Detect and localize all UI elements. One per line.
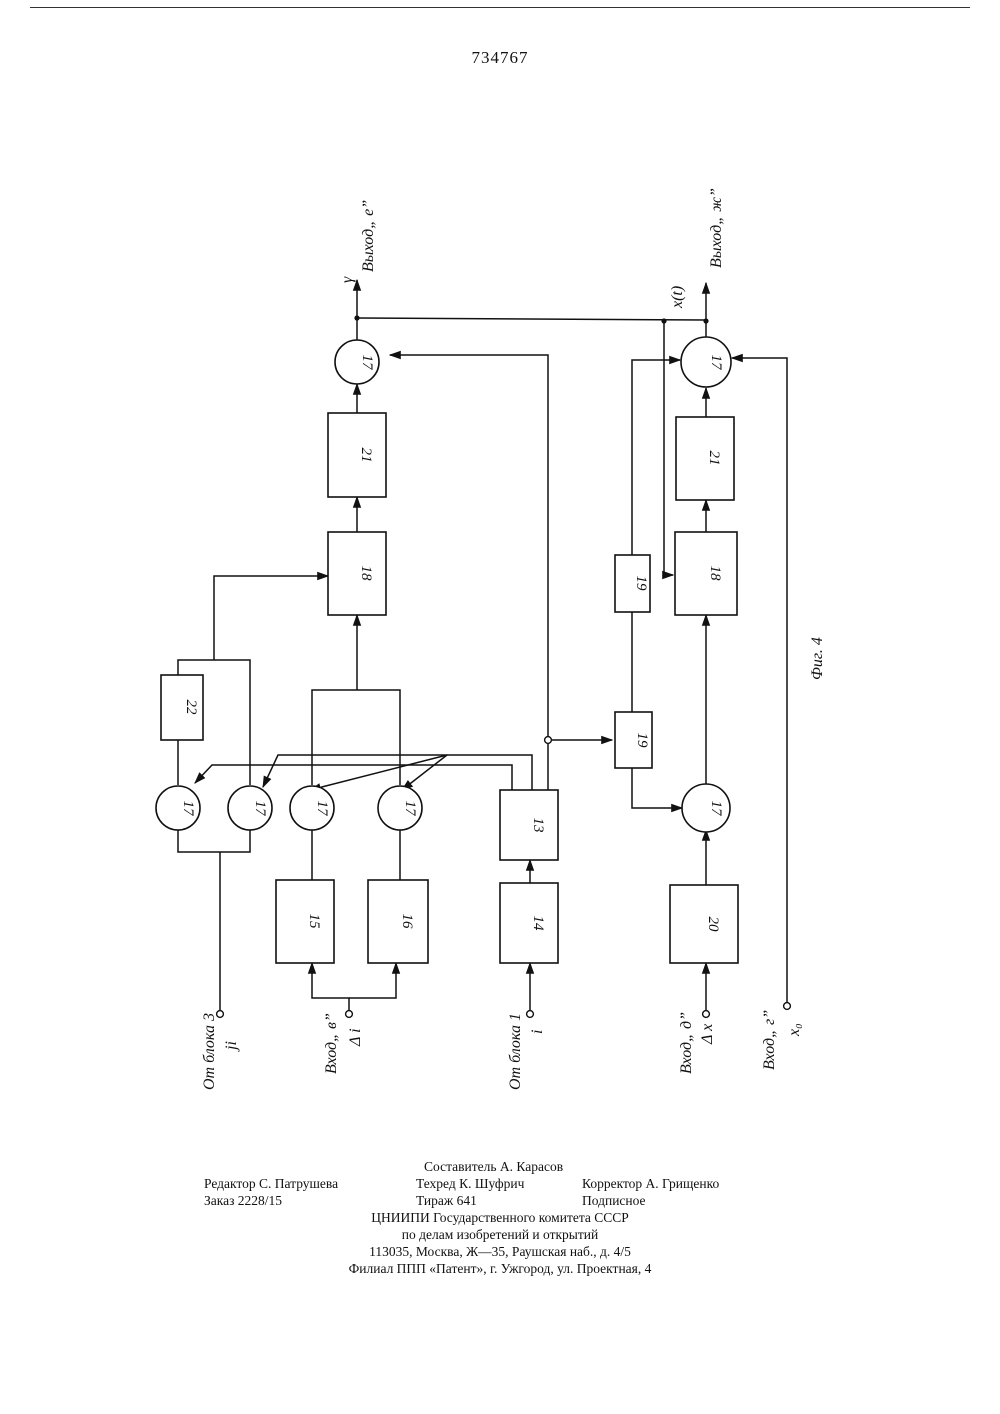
label-xt: x(t) [669, 286, 686, 309]
block-13: 13 [500, 790, 558, 860]
summer-17-output-e: 17 [335, 340, 379, 384]
summer-17-lower-right: 17 [682, 784, 730, 832]
editor: Редактор С. Патрушева [204, 1175, 338, 1193]
summer-17-a: 17 [156, 786, 200, 830]
label-from-block-1: От блока 1 [507, 1013, 524, 1090]
svg-text:13: 13 [530, 818, 546, 833]
summer-17-c: 17 [290, 786, 334, 830]
figure-label: Фиг. 4 [809, 637, 826, 680]
svg-text:20: 20 [705, 917, 721, 933]
org-line-1: ЦНИИПИ Государственного комитета СССР [0, 1209, 1000, 1227]
block-21-left: 21 [328, 413, 386, 497]
block-18-left: 18 [328, 532, 386, 615]
subscription: Подписное [582, 1192, 646, 1210]
block-19-upper: 19 [615, 555, 650, 612]
block-20: 20 [670, 885, 738, 963]
svg-text:19: 19 [633, 576, 649, 592]
svg-text:15: 15 [306, 914, 322, 930]
svg-text:16: 16 [399, 914, 415, 930]
compiler: Составитель А. Карасов [424, 1158, 563, 1176]
block-18-right: 18 [675, 532, 737, 615]
summer-17-d: 17 [378, 786, 422, 830]
svg-text:17: 17 [359, 355, 375, 372]
svg-text:17: 17 [708, 801, 724, 818]
label-output-e-symbol: γ [339, 276, 356, 283]
label-output-e: Выход„ е” [360, 200, 377, 272]
block-16: 16 [368, 880, 428, 963]
label-input-d: Вход„ д” [678, 1012, 695, 1074]
label-ji: ji [223, 1041, 240, 1052]
svg-text:17: 17 [180, 801, 196, 818]
label-delta-x: Δ x [699, 1024, 716, 1045]
svg-text:17: 17 [252, 801, 268, 818]
svg-text:19: 19 [634, 733, 650, 749]
svg-text:18: 18 [358, 566, 374, 582]
svg-text:14: 14 [530, 916, 546, 932]
address: 113035, Москва, Ж—35, Раушская наб., д. … [0, 1243, 1000, 1261]
label-from-block-3: От блока 3 [201, 1013, 218, 1090]
svg-text:17: 17 [402, 801, 418, 818]
tech-editor: Техред К. Шуфрич [416, 1175, 524, 1193]
svg-text:17: 17 [314, 801, 330, 818]
label-x0: x₀ [786, 1023, 803, 1037]
summer-17-output-zh: 17 [681, 337, 731, 387]
label-input-v: Вход„ в” [323, 1013, 340, 1074]
summer-17-b: 17 [228, 786, 272, 830]
label-input-g: Вход„ г” [761, 1010, 778, 1070]
block-19-lower: 19 [615, 712, 652, 768]
label-i: i [529, 1030, 546, 1034]
svg-text:21: 21 [358, 448, 374, 463]
label-output-zh: Выход„ ж” [708, 188, 725, 268]
svg-text:22: 22 [183, 700, 199, 716]
block-21-right: 21 [676, 417, 734, 500]
svg-text:18: 18 [707, 566, 723, 582]
branch: Филиал ППП «Патент», г. Ужгород, ул. Про… [0, 1260, 1000, 1278]
block-22: 22 [161, 675, 203, 740]
svg-text:21: 21 [706, 451, 722, 466]
corrector: Корректор А. Грищенко [582, 1175, 719, 1193]
circulation: Тираж 641 [416, 1192, 477, 1210]
org-line-2: по делам изобретений и открытий [0, 1226, 1000, 1244]
order: Заказ 2228/15 [204, 1192, 282, 1210]
block-15: 15 [276, 880, 334, 963]
label-delta-i: Δ i [347, 1028, 364, 1047]
block-14: 14 [500, 883, 558, 963]
svg-text:17: 17 [708, 355, 724, 372]
